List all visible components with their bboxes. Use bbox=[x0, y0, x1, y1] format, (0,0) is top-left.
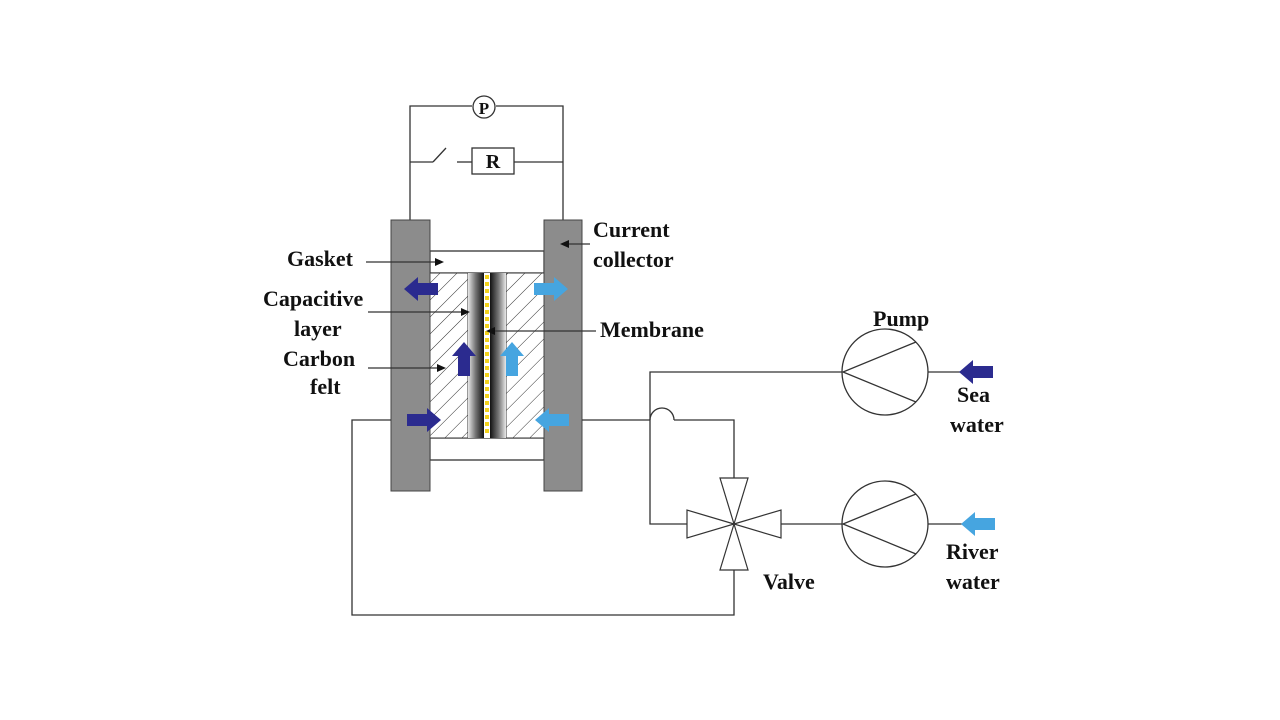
river-water-inlet-arrow bbox=[961, 512, 995, 536]
label-carbon-line1: Carbon bbox=[283, 346, 355, 371]
leader-lines bbox=[366, 240, 596, 372]
label-river-line2: water bbox=[946, 569, 1000, 594]
capacitive-cell bbox=[390, 219, 583, 492]
label-sea-line2: water bbox=[950, 412, 1004, 437]
sea-water-arrow-in-left bbox=[407, 408, 441, 432]
river-water-arrow-up bbox=[500, 342, 524, 376]
cell-flow-arrows bbox=[404, 277, 569, 432]
label-current-collector-line1: Current bbox=[593, 217, 670, 242]
sea-water-arrow-out-left bbox=[404, 277, 438, 301]
external-circuit: P R bbox=[409, 95, 564, 220]
label-sea-line1: Sea bbox=[957, 382, 990, 407]
label-membrane: Membrane bbox=[600, 317, 704, 342]
label-gasket: Gasket bbox=[287, 246, 354, 271]
label-river-line1: River bbox=[946, 539, 999, 564]
piping bbox=[351, 371, 965, 616]
capacitive-layer-left bbox=[468, 273, 484, 438]
label-valve: Valve bbox=[763, 569, 815, 594]
current-collector-right bbox=[543, 219, 583, 492]
label-capacitive-line1: Capacitive bbox=[263, 286, 363, 311]
sea-water-inlet-arrow bbox=[959, 360, 993, 384]
label-carbon-line2: felt bbox=[310, 374, 341, 399]
power-meter-symbol bbox=[472, 95, 496, 119]
label-current-collector-line2: collector bbox=[593, 247, 674, 272]
river-water-arrow-in-right bbox=[535, 408, 569, 432]
capacitive-layer-right bbox=[490, 273, 506, 438]
pump-top-symbol bbox=[841, 328, 929, 416]
circuit-switch bbox=[432, 147, 447, 163]
resistor-label: R bbox=[486, 151, 501, 173]
sea-water-arrow-up bbox=[452, 342, 476, 376]
gasket-top bbox=[429, 250, 545, 274]
resistor-symbol bbox=[471, 147, 515, 175]
label-capacitive-line2: layer bbox=[294, 316, 342, 341]
river-water-arrow-out-right bbox=[534, 277, 568, 301]
power-meter-label: P bbox=[479, 99, 489, 118]
pump-bottom-symbol bbox=[841, 480, 929, 568]
label-pump-top: Pump bbox=[873, 306, 929, 331]
gasket-bottom bbox=[429, 437, 545, 461]
valve-symbol bbox=[686, 477, 782, 571]
current-collector-left bbox=[390, 219, 431, 492]
